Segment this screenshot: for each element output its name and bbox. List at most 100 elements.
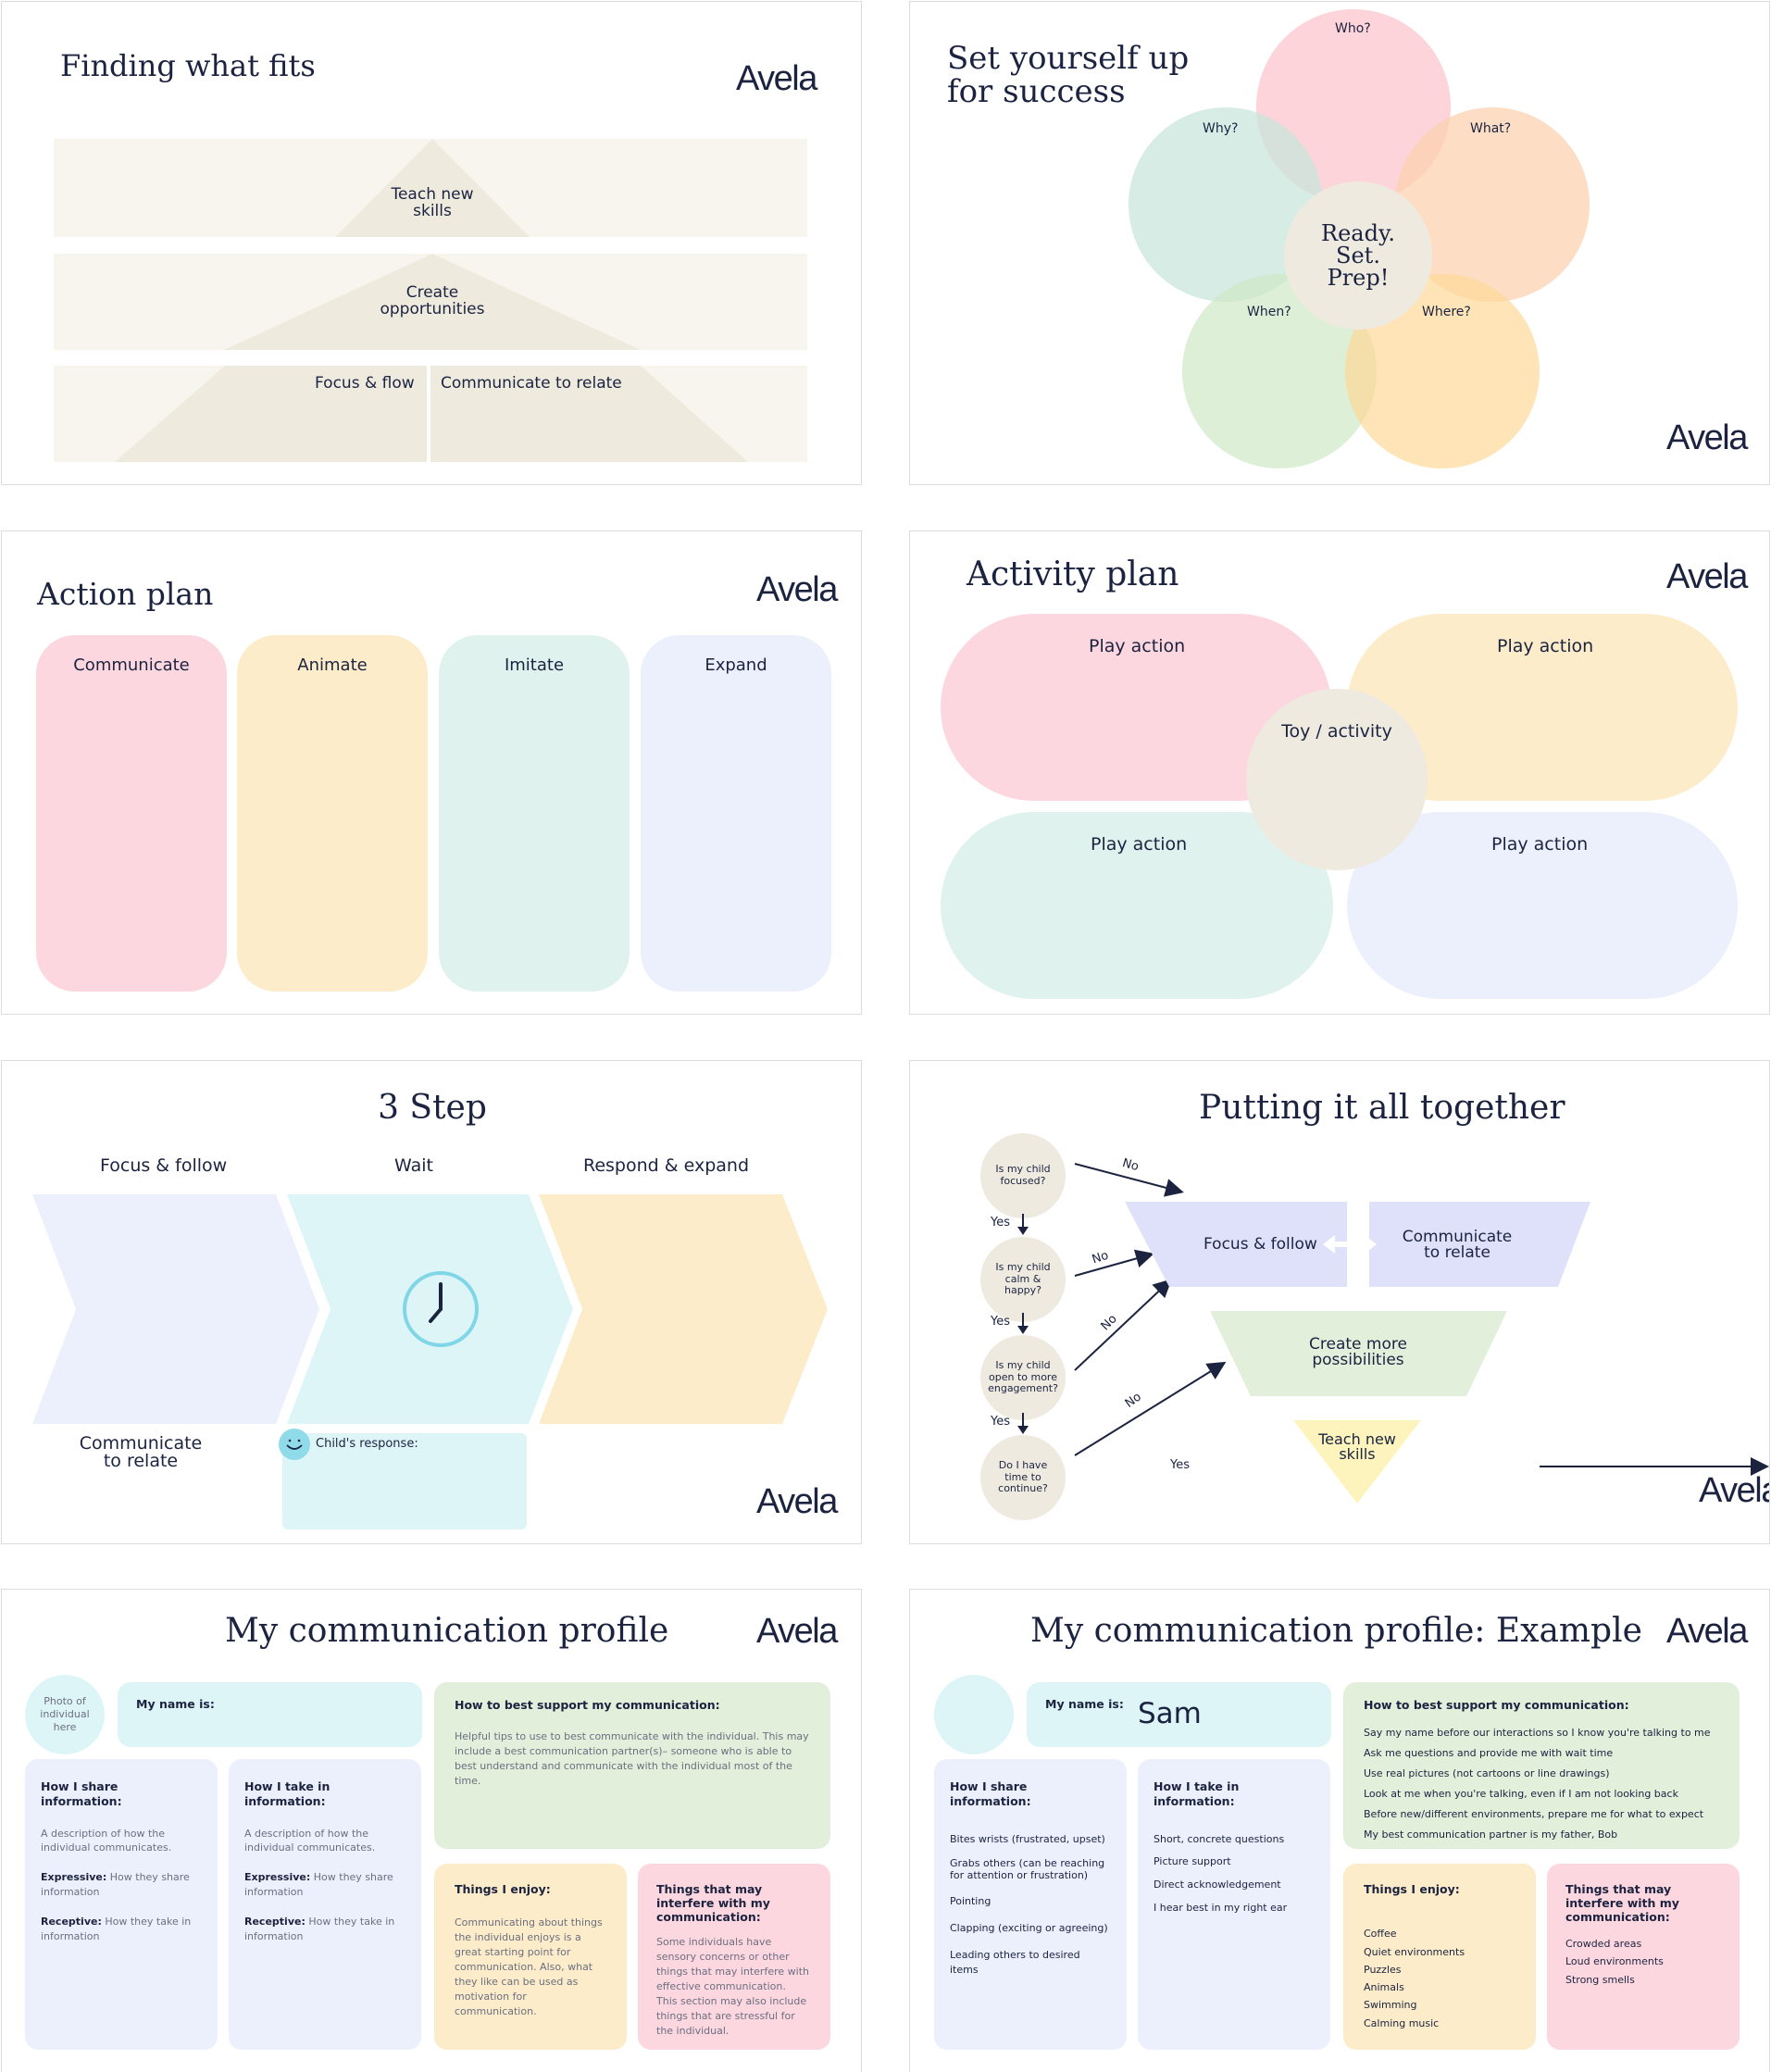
column-label: Imitate <box>504 655 565 675</box>
share-item: Pointing <box>950 1894 992 1907</box>
question-calm-happy: Is my child calm & happy? <box>980 1237 1066 1322</box>
label-communicate-to-relate: Communicate to relate <box>441 374 622 393</box>
take-card: How I take in information: A description… <box>229 1759 421 2050</box>
label-communicate-to-relate: Communicate to relate <box>1402 1228 1513 1262</box>
photo-placeholder[interactable] <box>934 1675 1014 1754</box>
enjoy-card: Things I enjoy: Communicating about thin… <box>434 1864 627 2050</box>
yes-label-4: Yes <box>1170 1458 1190 1472</box>
support-title: How to best support my communication: <box>455 1698 720 1712</box>
question-open-engagement: Is my child open to more engagement? <box>980 1335 1066 1420</box>
enjoy-card: Things I enjoy: Coffee Quiet environment… <box>1343 1864 1536 2050</box>
photo-placeholder[interactable]: Photo of individual here <box>25 1675 105 1754</box>
slide-title: Set yourself up for success <box>947 40 1190 110</box>
step-chevrons <box>32 1194 828 1424</box>
interfere-card: Things that may interfere with my commun… <box>638 1864 830 2050</box>
share-item: Bites wrists (frustrated, upset) <box>950 1832 1105 1845</box>
enjoy-item: Calming music <box>1364 2016 1440 2029</box>
interfere-item: Strong smells <box>1565 1973 1635 1986</box>
share-item: Clapping (exciting or agreeing) <box>950 1921 1108 1934</box>
enjoy-list: Coffee Quiet environments Puzzles Animal… <box>1364 1925 1515 2032</box>
enjoy-item: Swimming <box>1364 1999 1417 2012</box>
label-communicate-to-relate: Communicate to relate <box>79 1433 203 1471</box>
down-arrows <box>1017 1214 1029 1434</box>
slide-title: Putting it all together <box>1199 1089 1565 1127</box>
slide-activity-plan: Activity plan Avela Play action Play act… <box>909 530 1770 1015</box>
share-receptive: Receptive: How they take in information <box>41 1915 202 1944</box>
expressive-text: How they share information <box>244 1871 393 1899</box>
play-action-label: Play action <box>1091 834 1188 855</box>
column-communicate: Communicate <box>36 635 227 992</box>
interfere-list: Crowded areas Loud environments Strong s… <box>1565 1935 1721 1989</box>
support-item: Before new/different environments, prepa… <box>1364 1808 1704 1820</box>
interfere-card: Things that may interfere with my commun… <box>1547 1864 1740 2050</box>
support-text: Helpful tips to use to best communicate … <box>455 1730 809 1788</box>
play-action-label: Play action <box>1089 636 1186 656</box>
support-item: Ask me questions and provide me with wai… <box>1364 1747 1614 1760</box>
play-action-label: Play action <box>1497 636 1594 656</box>
no-arrows <box>1074 1163 1769 1476</box>
receptive-label: Receptive: <box>41 1916 102 1928</box>
question-focused: Is my child focused? <box>980 1133 1066 1218</box>
avela-logo: Avela <box>756 570 838 609</box>
interfere-title: Things that may interfere with my commun… <box>656 1882 770 1924</box>
name-label: My name is: <box>1045 1697 1124 1711</box>
circle-center: Ready. Set. Prep! <box>1284 181 1432 330</box>
interfere-item: Crowded areas <box>1565 1938 1642 1950</box>
slide-putting-it-together: Putting it all together Is my child focu… <box>909 1060 1770 1544</box>
slide-action-plan: Action plan Avela Communicate Animate Im… <box>1 530 862 1015</box>
expressive-text: How they share information <box>41 1871 190 1899</box>
label-teach-new-skills: Teach new skills <box>391 185 474 220</box>
column-expand: Expand <box>641 635 831 992</box>
take-item: Short, concrete questions <box>1154 1832 1285 1845</box>
column-label: Animate <box>297 655 368 675</box>
label-where: Where? <box>1422 305 1471 319</box>
label-when: When? <box>1247 305 1291 319</box>
slide-communication-profile: My communication profile Avela Photo of … <box>1 1589 862 2072</box>
label-create-more-possibilities: Create more possibilities <box>1309 1335 1407 1369</box>
toy-activity-circle: Toy / activity <box>1246 689 1428 870</box>
interfere-text: Some individuals have sensory concerns o… <box>656 1936 809 2037</box>
name-value: Sam <box>1138 1697 1202 1730</box>
enjoy-title: Things I enjoy: <box>1364 1882 1460 1896</box>
share-desc: A description of how the individual comm… <box>41 1827 172 1854</box>
support-item: My best communication partner is my fath… <box>1364 1828 1618 1841</box>
avela-logo: Avela <box>1666 1612 1748 1651</box>
receptive-text: How they take in information <box>41 1916 192 1943</box>
take-item: I hear best in my right ear <box>1154 1902 1288 1915</box>
childs-response-label: Child's response: <box>316 1437 418 1451</box>
slide-3-step: 3 Step Focus & follow Wait Respond & exp… <box>1 1060 862 1544</box>
share-list: Bites wrists (frustrated, upset) Grabs o… <box>950 1832 1111 1978</box>
interfere-item: Loud environments <box>1565 1955 1664 1968</box>
take-desc: A description of how the individual comm… <box>244 1827 376 1854</box>
question-time-continue: Do I have time to continue? <box>980 1435 1066 1520</box>
double-arrow-icon <box>1323 1235 1377 1254</box>
take-expressive: Expressive: How they share information <box>244 1870 405 1900</box>
column-label: Expand <box>705 655 767 675</box>
play-action-label: Play action <box>1491 834 1589 855</box>
share-card: How I share information: A description o… <box>25 1759 218 2050</box>
take-list: Short, concrete questions Picture suppor… <box>1154 1832 1315 1916</box>
yes-label-1: Yes <box>991 1216 1010 1229</box>
smiley-icon <box>279 1429 310 1460</box>
slide-title: My communication profile <box>225 1612 669 1650</box>
enjoy-title: Things I enjoy: <box>455 1882 551 1896</box>
label-why: Why? <box>1203 121 1239 136</box>
label-focus-follow: Focus & follow <box>1204 1235 1317 1254</box>
avela-logo: Avela <box>756 1612 838 1651</box>
slide-title: My communication profile: Example <box>1030 1612 1642 1650</box>
column-label: Communicate <box>73 655 190 675</box>
name-field[interactable]: My name is: Sam <box>1027 1682 1331 1747</box>
label-what: What? <box>1470 121 1512 136</box>
toy-activity-label: Toy / activity <box>1281 721 1392 742</box>
label-focus-flow: Focus & flow <box>315 374 415 393</box>
name-label: My name is: <box>136 1697 215 1711</box>
childs-response-box[interactable] <box>282 1433 527 1529</box>
share-title: How I share information: <box>41 1779 122 1809</box>
support-card: How to best support my communication: Sa… <box>1343 1682 1740 1849</box>
name-field[interactable]: My name is: <box>118 1682 422 1747</box>
share-item: Leading others to desired items <box>950 1948 1080 1976</box>
pyramid-shape <box>115 139 748 462</box>
column-animate: Animate <box>237 635 428 992</box>
interfere-title: Things that may interfere with my commun… <box>1565 1882 1679 1924</box>
slide-title: 3 Step <box>378 1089 487 1127</box>
